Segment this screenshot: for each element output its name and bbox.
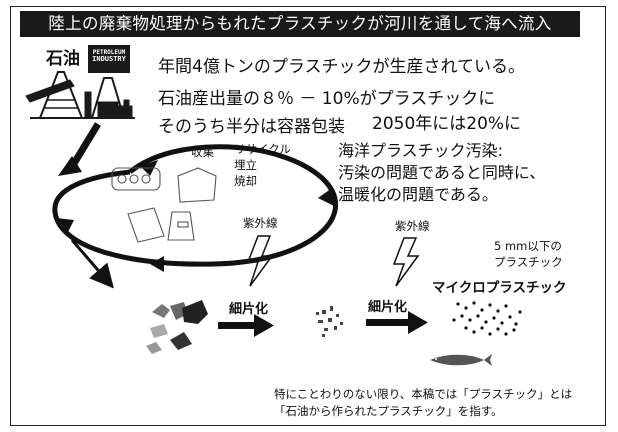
leak-arrow [70, 239, 114, 289]
ocean-line-2: 汚染の問題であると同時に、 [338, 163, 546, 182]
fragment-label-2: 細片化 [368, 300, 408, 315]
fish-icon [430, 354, 492, 366]
note-line-1: 特にことわりのない限り、本稿では「プラスチック」とは [274, 387, 573, 401]
fact-2050: 2050年には20%に [372, 114, 522, 134]
waste-cycle-loop [52, 144, 338, 267]
uv-lightning-icon [246, 235, 274, 287]
badge-line-2: INDUSTRY [92, 55, 126, 63]
ocean-line-3: 温暖化の問題である。 [338, 185, 498, 204]
fragment-label-1: 細片化 [229, 302, 269, 317]
cycle-landfill: 埋立 [234, 158, 257, 172]
microplastic-dots-icon [452, 301, 522, 336]
small-fragments-icon [316, 306, 343, 337]
microplastic-label: マイクロプラスチック [432, 280, 567, 296]
uv-lightning-icon-2 [392, 237, 420, 287]
oil-refinery-icon [25, 71, 135, 119]
figure-title: 陸上の廃棄物処理からもれたプラスチックが河川を通して海へ流入 [20, 11, 580, 37]
fragmentation-arrows [218, 311, 428, 337]
oil-label: 石油 [46, 49, 80, 69]
plastic-fragments-icon [146, 300, 208, 354]
petroleum-industry-badge: PETROLEUM INDUSTRY [88, 45, 130, 73]
badge-line-1: PETROLEUM [92, 49, 126, 56]
cycle-incinerate: 焼却 [234, 174, 257, 188]
fact-packaging: そのうち半分は容器包装 [158, 117, 345, 137]
ocean-line-1: 海洋プラスチック汚染: [338, 141, 504, 160]
uv-label-1: 紫外線 [243, 216, 278, 230]
micro-size-line-2: プラスチック [494, 255, 563, 269]
fact-oil-share: 石油産出量の８％ － 10%がプラスチックに [158, 89, 496, 109]
micro-size-line-1: 5 mm以下の [494, 239, 562, 253]
note-line-2: 「石油から作られたプラスチック」を指す。 [274, 404, 503, 418]
packaging-items-icon [111, 167, 217, 243]
uv-label-2: 紫外線 [395, 219, 430, 233]
figure-frame [10, 6, 606, 426]
fact-production: 年間4億トンのプラスチックが生産されている。 [158, 57, 525, 77]
